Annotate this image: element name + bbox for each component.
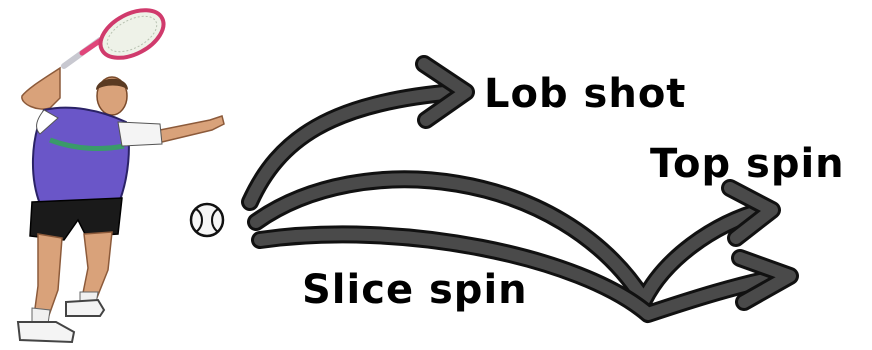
- lob-shot-label: Lob shot: [484, 74, 686, 114]
- tennis-player-illustration: [18, 0, 224, 342]
- top-spin-label: Top spin: [650, 144, 845, 184]
- racket-icon: [64, 0, 171, 67]
- slice-spin-label: Slice spin: [302, 270, 528, 310]
- tennis-ball-icon: [191, 204, 223, 236]
